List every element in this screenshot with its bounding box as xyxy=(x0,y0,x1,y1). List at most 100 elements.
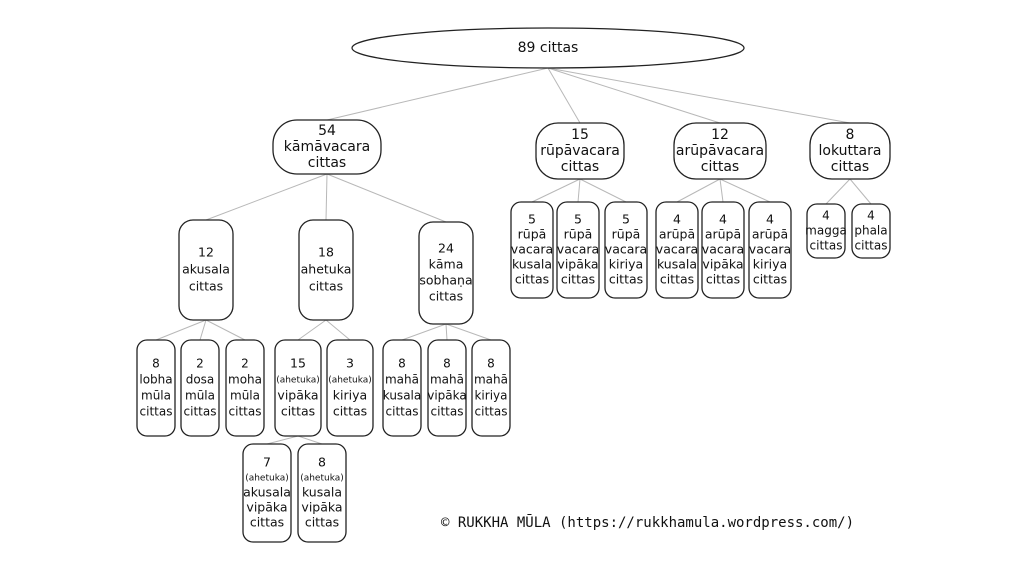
node-rupa-kiriya-line-2: vacara xyxy=(605,242,647,257)
node-rupa-kusala-line-1: rūpā xyxy=(518,227,547,242)
tree-nodes: 89 cittas54kāmāvacaracittas15rūpāvacarac… xyxy=(136,27,891,543)
node-rupa-kusala-shape xyxy=(510,201,554,299)
node-arupa-kiriya-line-0: 4 xyxy=(766,212,774,227)
node-akusala-vipaka-shape xyxy=(242,443,292,543)
edge-rupa-rupa-kiriya xyxy=(579,178,627,203)
node-kamasobhana-line-0: 24 xyxy=(438,241,454,256)
edge-ahetuka-vipaka-akusala-vipaka xyxy=(266,435,299,445)
node-arupa-kiriya-line-4: cittas xyxy=(753,272,787,287)
node-dosa-line-0: 2 xyxy=(196,357,204,371)
node-maha-kusala-line-0: 8 xyxy=(398,357,406,371)
node-rupa-vipaka-shape xyxy=(556,201,600,299)
edge-root-rupa xyxy=(547,67,581,124)
node-phala-line-0: 4 xyxy=(867,209,875,223)
node-lokuttara-line-0: 8 xyxy=(846,127,855,143)
node-maha-kiriya-line-1: mahā xyxy=(474,373,508,387)
node-kama-line-1: kāmāvacara xyxy=(284,139,370,155)
edge-rupa-rupa-vipaka xyxy=(577,178,581,203)
node-lobha-shape xyxy=(136,339,176,437)
node-rupa-vipaka-line-0: 5 xyxy=(574,212,582,227)
node-kama-shape xyxy=(272,119,382,175)
node-maha-vipaka-shape xyxy=(427,339,467,437)
copyright-notice: © RUKKHA MŪLA (https://rukkhamula.wordpr… xyxy=(441,514,854,531)
node-maha-kiriya-line-2: kiriya xyxy=(474,389,507,403)
node-rupa-vipaka-line-2: vacara xyxy=(557,242,599,257)
node-rupa-kiriya-line-0: 5 xyxy=(622,212,630,227)
node-arupa-vipaka-line-2: vacara xyxy=(702,242,744,257)
node-moha-line-0: 2 xyxy=(241,357,249,371)
node-lokuttara-line-2: cittas xyxy=(831,159,869,175)
node-arupa-kiriya-line-3: kiriya xyxy=(753,257,787,272)
edge-lokuttara-magga xyxy=(825,178,851,205)
edge-arupa-arupa-kusala xyxy=(676,178,721,203)
node-maha-kusala-shape xyxy=(382,339,422,437)
node-dosa-line-1: dosa xyxy=(186,373,215,387)
node-arupa-vipaka-line-1: arūpā xyxy=(705,227,741,242)
node-akusala-line-2: cittas xyxy=(189,279,223,294)
node-maha-kiriya-shape xyxy=(471,339,511,437)
node-kusala-vipaka-line-4: cittas xyxy=(305,515,339,530)
edge-kamasobhana-maha-kusala xyxy=(401,323,447,341)
node-kusala-vipaka-shape xyxy=(297,443,347,543)
edge-kamasobhana-maha-kiriya xyxy=(445,323,492,341)
edge-kama-ahetuka xyxy=(325,173,328,221)
node-kusala-vipaka-line-1: (ahetuka) xyxy=(300,474,344,484)
node-arupa-kusala-line-2: vacara xyxy=(656,242,698,257)
node-arupa-kiriya-line-2: vacara xyxy=(749,242,791,257)
node-root-line-0: 89 cittas xyxy=(518,40,579,56)
node-lokuttara-shape xyxy=(809,122,891,180)
node-arupa-line-0: 12 xyxy=(711,127,729,143)
edge-kama-akusala xyxy=(205,173,328,221)
node-rupa-line-0: 15 xyxy=(571,127,589,143)
node-maha-kiriya-line-0: 8 xyxy=(487,357,495,371)
node-rupa-kusala-line-2: vacara xyxy=(511,242,553,257)
node-rupa-kusala-line-0: 5 xyxy=(528,212,536,227)
node-magga-shape xyxy=(806,203,846,259)
node-ahetuka-vipaka-line-3: cittas xyxy=(281,404,315,419)
node-arupa-kusala-line-3: kusala xyxy=(657,257,697,272)
node-kusala-vipaka-line-0: 8 xyxy=(318,455,326,470)
node-magga-line-0: 4 xyxy=(822,209,830,223)
node-rupa-vipaka-line-1: rūpā xyxy=(564,227,593,242)
node-kamasobhana-line-2: sobhaṇa xyxy=(419,273,472,288)
node-lobha-line-0: 8 xyxy=(152,357,160,371)
node-akusala-line-0: 12 xyxy=(198,245,214,260)
edge-akusala-lobha xyxy=(155,319,207,341)
edge-akusala-dosa xyxy=(199,319,207,341)
node-moha-shape xyxy=(225,339,265,437)
node-magga-line-1: magga xyxy=(805,224,847,238)
node-ahetuka-kiriya-line-2: kiriya xyxy=(333,388,367,403)
node-phala-line-1: phala xyxy=(854,224,887,238)
node-maha-vipaka-line-0: 8 xyxy=(443,357,451,371)
node-rupa-shape xyxy=(535,122,625,180)
node-kusala-vipaka-line-3: vipāka xyxy=(301,500,342,515)
node-rupa-kusala-line-4: cittas xyxy=(515,272,549,287)
node-dosa-line-2: mūla xyxy=(185,389,215,403)
edge-kamasobhana-maha-vipaka xyxy=(445,323,448,341)
node-rupa-kiriya-line-4: cittas xyxy=(609,272,643,287)
node-rupa-kusala-line-3: kusala xyxy=(512,257,552,272)
node-maha-vipaka-line-2: vipāka xyxy=(427,389,467,403)
node-akusala-vipaka-line-2: akusala xyxy=(243,485,291,500)
node-akusala-vipaka-line-3: vipāka xyxy=(246,500,287,515)
node-rupa-kiriya-line-1: rūpā xyxy=(612,227,641,242)
node-moha-line-1: moha xyxy=(228,373,262,387)
node-ahetuka-vipaka-line-0: 15 xyxy=(290,356,306,371)
node-ahetuka-vipaka-line-1: (ahetuka) xyxy=(276,376,320,386)
node-rupa-kiriya-shape xyxy=(604,201,648,299)
